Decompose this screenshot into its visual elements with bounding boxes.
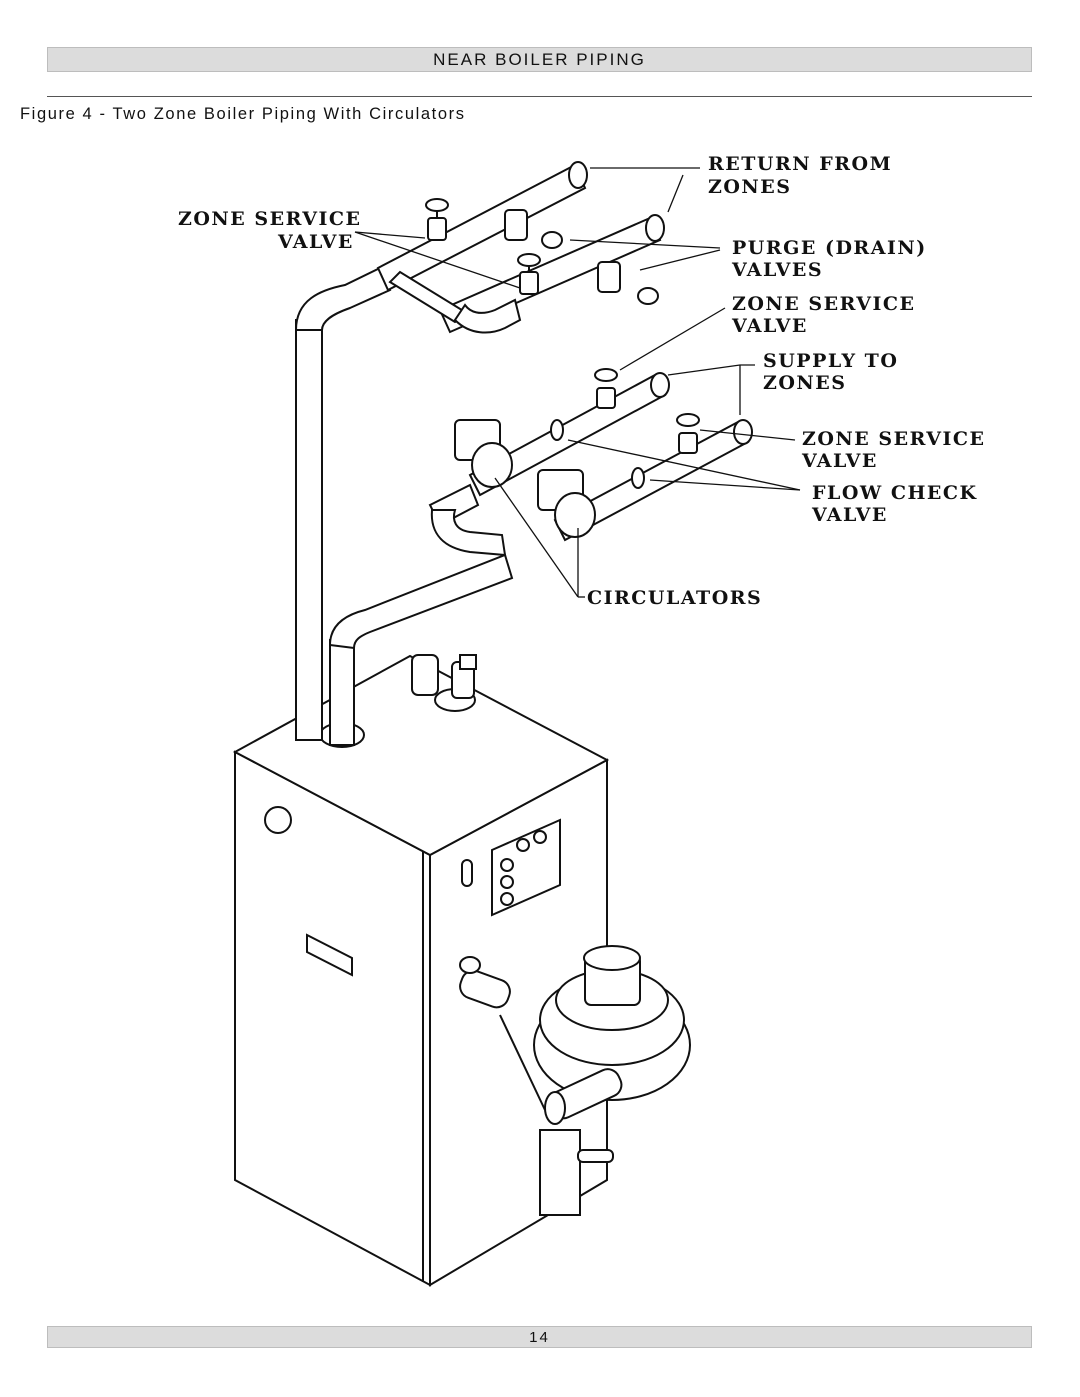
circulator-2 — [537, 469, 596, 538]
label-zone-service-valve-right-2: VALVE — [801, 450, 878, 472]
callout-leaders — [354, 167, 801, 598]
header-rule — [47, 96, 1032, 97]
label-purge-drain-valves-2: VALVES — [731, 259, 823, 281]
label-supply-to-zones-2: ZONES — [763, 372, 847, 394]
label-zone-service-valve-top-2: VALVE — [277, 231, 354, 253]
label-purge-drain-valves-1: PURGE (DRAIN) — [732, 237, 927, 259]
label-flow-check-valve-1: FLOW CHECK — [812, 482, 978, 504]
burner-assembly — [459, 945, 691, 1216]
supply-riser-pipe — [294, 266, 392, 741]
section-header-bar: NEAR BOILER PIPING — [47, 47, 1032, 72]
label-return-from-zones-1: RETURN FROM — [708, 153, 892, 175]
section-title: NEAR BOILER PIPING — [433, 49, 646, 69]
callout-labels: RETURN FROM ZONES ZONE SERVICE VALVE PUR… — [178, 153, 985, 609]
figure-caption: Figure 4 - Two Zone Boiler Piping With C… — [20, 105, 466, 123]
return-manifold — [376, 161, 665, 334]
label-zone-service-valve-top-1: ZONE SERVICE — [178, 208, 361, 230]
circulator-1 — [454, 419, 513, 488]
supply-manifold — [428, 368, 753, 557]
boiler-piping-diagram: RETURN FROM ZONES ZONE SERVICE VALVE PUR… — [150, 145, 1010, 1295]
label-zone-service-valve-mid-2: VALVE — [731, 315, 808, 337]
page-number: 14 — [529, 1328, 550, 1346]
diagram-svg: RETURN FROM ZONES ZONE SERVICE VALVE PUR… — [178, 153, 985, 1287]
label-supply-to-zones-1: SUPPLY TO — [763, 350, 898, 372]
label-zone-service-valve-right-1: ZONE SERVICE — [802, 428, 985, 450]
label-flow-check-valve-2: VALVE — [811, 504, 888, 526]
label-zone-service-valve-mid-1: ZONE SERVICE — [732, 293, 915, 315]
footer-bar: 14 — [47, 1326, 1032, 1348]
label-return-from-zones-2: ZONES — [708, 176, 792, 198]
label-circulators: CIRCULATORS — [587, 587, 762, 609]
return-riser-pipe — [328, 553, 514, 746]
